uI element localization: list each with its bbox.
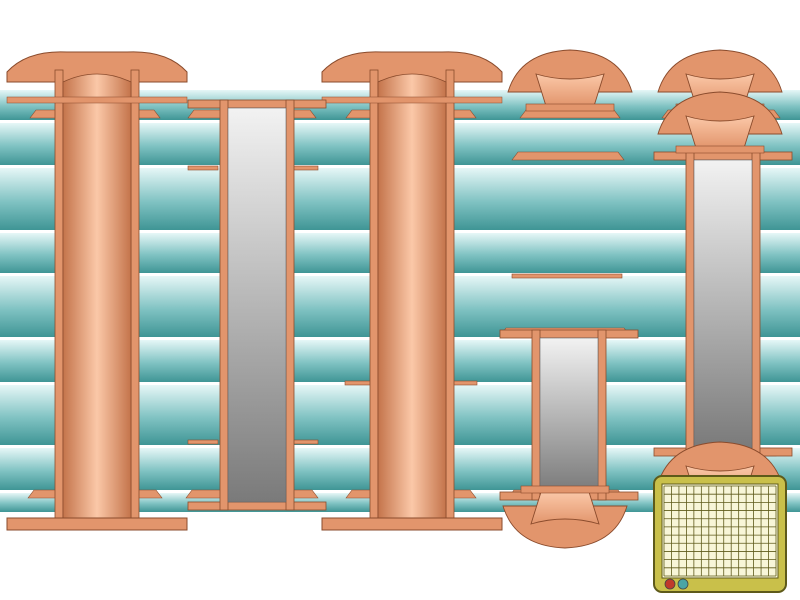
microvia-cup [685,115,755,149]
via-fill [693,159,753,449]
via-wall [219,99,229,511]
via-barrel [62,73,132,529]
via-wall [685,151,695,457]
teal-dot-icon [677,578,689,590]
via-wall [751,151,761,457]
via-top-land [6,96,188,104]
copper-trace [511,273,623,279]
microvia-land [520,485,610,494]
red-dot-icon [664,578,676,590]
vias [6,49,793,549]
via-barrel-wall [369,69,379,531]
via-barrel [377,73,447,529]
via-barrel-wall [54,69,64,531]
via-top-cap [321,51,503,83]
bga-grid-icon [653,475,787,593]
microvia-bottom-1 [502,485,628,549]
via-bottom-cap [321,517,503,531]
copper-trace [187,165,219,171]
stacked-microvia-top-1 [507,49,633,112]
via-land [187,99,327,109]
via-top-cap [6,51,188,83]
stacked-microvia-top-2b [657,91,783,154]
via-fill [227,107,287,503]
via-wall [531,329,541,501]
microvia-cup [535,73,605,107]
copper-trace [187,439,219,445]
copper-pad [511,151,625,161]
microvia-cup [530,491,600,525]
buried-filled-via-1 [187,99,327,511]
via-land [499,329,639,339]
via-bottom-cap [6,517,188,531]
through-hole-via-2 [321,51,503,531]
via-fill [539,337,599,493]
via-wall [285,99,295,511]
via-top-land [321,96,503,104]
bga-board [661,483,779,579]
microvia-land [525,103,615,112]
via-barrel-wall [445,69,455,531]
microvia-land [675,145,765,154]
via-land [187,501,327,511]
through-hole-via-1 [6,51,188,531]
via-wall [597,329,607,501]
via-barrel-wall [130,69,140,531]
